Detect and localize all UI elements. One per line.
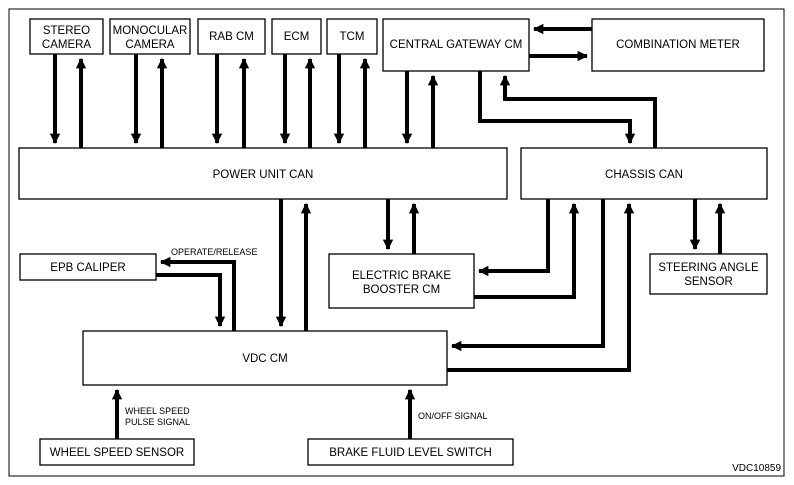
electric-brake-booster-cm-box: ELECTRIC BRAKE BOOSTER CM <box>328 253 475 309</box>
monocular-camera-label-1: MONOCULAR <box>113 25 188 37</box>
combination-meter-label: COMBINATION METER <box>616 39 740 51</box>
vdc-cm-box: VDC CM <box>82 330 448 386</box>
arrow-gateway-to-chassiscan <box>478 71 636 145</box>
arrow-vdc-to-chassiscan <box>447 202 635 372</box>
figure-id: VDC10859 <box>732 463 781 474</box>
central-gateway-cm-box: CENTRAL GATEWAY CM <box>382 18 530 72</box>
ecm-box: ECM <box>271 18 322 55</box>
rab-cm-box: RAB CM <box>197 18 266 55</box>
wheel-speed-sensor-box: WHEEL SPEED SENSOR <box>39 438 195 466</box>
chassis-can-box: CHASSIS CAN <box>520 147 768 200</box>
on-off-signal-label: ON/OFF SIGNAL <box>418 411 488 421</box>
electric-brake-booster-cm-label-2: BOOSTER CM <box>363 284 440 296</box>
rab-cm-label: RAB CM <box>209 31 254 43</box>
diagram-frame <box>8 8 785 477</box>
ecm-label: ECM <box>284 31 310 43</box>
wheel-speed-signal-label-2: PULSE SIGNAL <box>125 417 190 427</box>
tcm-box: TCM <box>326 18 378 55</box>
power-unit-can-box: POWER UNIT CAN <box>18 147 508 200</box>
steering-angle-sensor-box: STEERING ANGLE SENSOR <box>649 253 768 295</box>
electric-brake-booster-cm-label-1: ELECTRIC BRAKE <box>352 270 451 282</box>
arrow-chassiscan-to-vdc <box>450 199 605 352</box>
combination-meter-box: COMBINATION METER <box>591 18 765 72</box>
brake-fluid-level-switch-label: BRAKE FLUID LEVEL SWITCH <box>329 447 492 459</box>
arrow-vdc-to-epb <box>159 256 236 331</box>
epb-caliper-box: EPB CALIPER <box>19 253 157 281</box>
chassis-can-label: CHASSIS CAN <box>605 169 683 181</box>
steering-angle-sensor-label-1: STEERING ANGLE <box>658 262 759 274</box>
stereo-camera-box: STEREO CAMERA <box>29 18 104 55</box>
tcm-label: TCM <box>340 31 365 43</box>
arrow-chassiscan-to-gateway <box>499 74 657 148</box>
stereo-camera-label-1: STEREO <box>43 25 90 37</box>
operate-release-label: OPERATE/RELEASE <box>171 247 257 257</box>
wheel-speed-signal-label-1: WHEEL SPEED <box>125 406 190 416</box>
arrow-chassiscan-to-booster <box>477 199 550 277</box>
brake-fluid-level-switch-box: BRAKE FLUID LEVEL SWITCH <box>307 438 514 466</box>
wheel-speed-sensor-label: WHEEL SPEED SENSOR <box>50 447 184 459</box>
stereo-camera-label-2: CAMERA <box>42 39 92 51</box>
arrow-booster-to-chassiscan <box>474 202 580 299</box>
monocular-camera-label-2: CAMERA <box>125 39 175 51</box>
power-unit-can-label: POWER UNIT CAN <box>213 169 314 181</box>
steering-angle-sensor-label-2: SENSOR <box>684 276 733 288</box>
arrow-epb-to-vdc <box>156 273 226 328</box>
connections <box>49 23 726 439</box>
monocular-camera-box: MONOCULAR CAMERA <box>109 18 191 55</box>
epb-caliper-label: EPB CALIPER <box>50 262 125 274</box>
central-gateway-cm-label: CENTRAL GATEWAY CM <box>390 39 523 51</box>
vdc-cm-label: VDC CM <box>242 353 287 365</box>
